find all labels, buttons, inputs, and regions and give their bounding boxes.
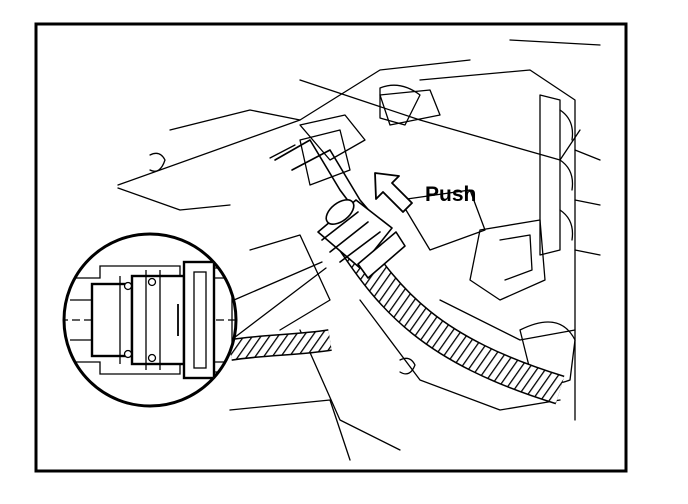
arrow-up-left-icon [374,172,413,213]
engine-background-outline [117,39,601,461]
push-label: Push [425,183,476,206]
callout-leader [225,261,327,345]
connector-detail-inset [62,232,238,408]
quick-connector [317,199,406,279]
retainer-bracket [299,84,421,161]
